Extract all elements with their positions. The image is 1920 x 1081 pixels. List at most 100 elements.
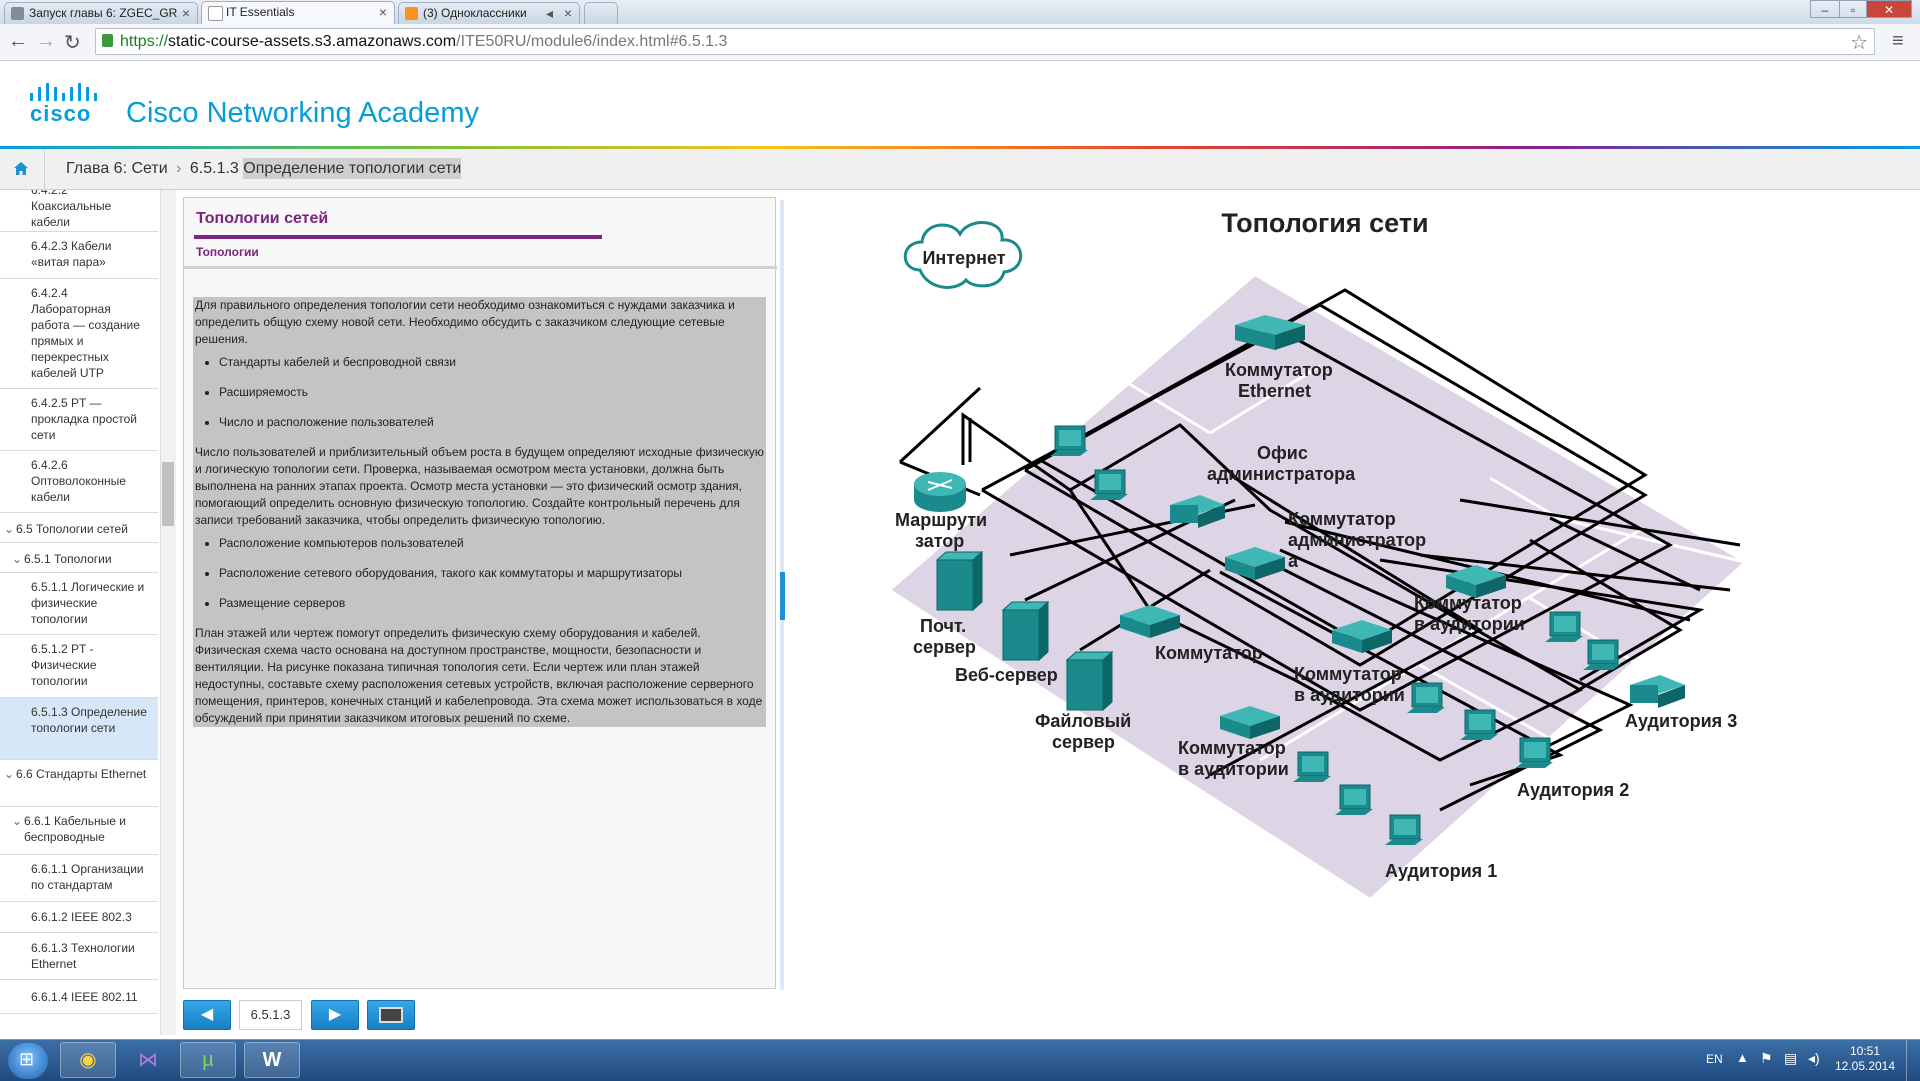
toc-item-6-4-2-3[interactable]: 6.4.2.3 Кабели «витая пара»	[0, 232, 158, 279]
back-icon[interactable]: ←	[8, 30, 28, 52]
browser-tab-2[interactable]: IT Essentials ×	[201, 1, 395, 25]
browser-tab-strip: Запуск главы 6: ZGEC_GR × IT Essentials …	[0, 0, 1920, 25]
toc-item-6-5-1-2[interactable]: 6.5.1.2 PT - Физические топологии	[0, 635, 158, 698]
list-item: Число и расположение пользователей	[219, 414, 764, 431]
bullet-list: Расположение компьютеров пользователей Р…	[195, 535, 764, 612]
forward-icon[interactable]: →	[36, 30, 56, 52]
new-tab-button[interactable]	[584, 2, 618, 24]
page-favicon	[11, 7, 24, 20]
toc-item-6-6-1-3[interactable]: 6.6.1.3 Технологии Ethernet	[0, 933, 158, 980]
page-indicator: 6.5.1.3	[239, 1000, 302, 1030]
label-core-switch: Коммутатор	[1155, 643, 1263, 663]
toc-item-6-6-1[interactable]: ⌄ 6.6.1 Кабельные и беспроводные	[0, 807, 158, 855]
toc-label: 6.5 Топологии сетей	[16, 522, 128, 536]
divider	[184, 266, 777, 269]
flag-icon[interactable]: ⚑	[1760, 1050, 1773, 1066]
taskbar-utorrent[interactable]: µ	[180, 1042, 236, 1078]
arrow-right-icon: ▶	[328, 1006, 342, 1023]
toc-item-6-6-1-4[interactable]: 6.6.1.4 IEEE 802.11	[0, 980, 158, 1014]
label-router-1: Маршрути	[895, 510, 987, 530]
close-icon[interactable]: ×	[563, 5, 572, 21]
panel-resize-handle[interactable]	[780, 572, 785, 620]
star-icon[interactable]: ☆	[1850, 32, 1868, 54]
network-icon[interactable]: ▤	[1784, 1050, 1798, 1066]
diagram-labels: Коммутатор Ethernet Офис администратора …	[895, 360, 1737, 881]
toc-item-6-5-1-1[interactable]: 6.5.1.1 Логические и физические топологи…	[0, 573, 158, 635]
next-page-button[interactable]: ▶	[311, 1000, 359, 1030]
show-desktop-button[interactable]	[1906, 1040, 1920, 1081]
url-host: static-course-assets.s3.amazonaws.com	[168, 33, 457, 50]
taskbar-visual-studio[interactable]: ⋈	[120, 1042, 176, 1078]
language-indicator[interactable]: EN	[1706, 1052, 1723, 1066]
toc-item-6-6-1-2[interactable]: 6.6.1.2 IEEE 802.3	[0, 902, 158, 933]
utorrent-icon: µ	[202, 1049, 214, 1071]
browser-tab-3[interactable]: (3) Одноклассники ◂ ×	[398, 2, 580, 24]
label-admin-office-2: администратора	[1207, 464, 1356, 484]
tab-title: (3) Одноклассники	[423, 6, 527, 20]
tray-chevron-icon[interactable]: ▲	[1736, 1050, 1749, 1065]
list-item: Стандарты кабелей и беспроводной связи	[219, 354, 764, 371]
browser-tab-1[interactable]: Запуск главы 6: ZGEC_GR ×	[4, 2, 198, 24]
media-button[interactable]	[367, 1000, 415, 1030]
label-switch-class-b-1: Коммутатор	[1294, 664, 1402, 684]
label-mail-server-1: Почт.	[920, 616, 966, 636]
maximize-icon[interactable]: ▫	[1839, 0, 1867, 18]
router-icon	[914, 472, 966, 512]
reload-icon[interactable]: ↻	[64, 32, 81, 54]
taskbar-chrome[interactable]: ◉	[60, 1042, 116, 1078]
computer-icon	[1583, 639, 1621, 670]
toc-item-6-4-2-5[interactable]: 6.4.2.5 PT — прокладка простой сети	[0, 389, 158, 451]
label-switch-class-a-1: Коммутатор	[1414, 593, 1522, 613]
table-of-contents: 6.4.2.2 Коаксиальные кабели 6.4.2.3 Кабе…	[0, 190, 176, 1035]
toc-item-6-5[interactable]: ⌄ 6.5 Топологии сетей	[0, 513, 158, 543]
breadcrumb-chapter[interactable]: Глава 6: Сети	[66, 160, 168, 177]
scrollbar-thumb[interactable]	[162, 462, 174, 526]
label-mail-server-2: сервер	[913, 637, 976, 657]
volume-icon[interactable]: ◂)	[1808, 1050, 1820, 1066]
taskbar-word[interactable]: W	[244, 1042, 300, 1078]
computer-icon	[1090, 469, 1128, 500]
label-room-1: Аудитория 1	[1385, 861, 1497, 881]
toc-item-6-6[interactable]: ⌄ 6.6 Стандарты Ethernet	[0, 760, 158, 807]
toc-item-6-4-2-4[interactable]: 6.4.2.4 Лабораторная работа — создание п…	[0, 279, 158, 389]
ethernet-switch-icon	[1235, 315, 1305, 350]
label-room-2: Аудитория 2	[1517, 780, 1629, 800]
classroom-switch-icon	[1446, 565, 1506, 598]
toc-item-6-6-1-1[interactable]: 6.6.1.1 Организации по стандартам	[0, 855, 158, 902]
home-button[interactable]	[0, 149, 45, 189]
menu-icon[interactable]: ≡	[1892, 30, 1904, 52]
paragraph: Число пользователей и приблизительный об…	[195, 445, 764, 527]
toc-item-6-5-1[interactable]: ⌄ 6.5.1 Топологии	[0, 543, 158, 573]
chevron-down-icon: ⌄	[4, 767, 15, 781]
internet-cloud-icon	[903, 221, 1023, 289]
start-button[interactable]: ⊞	[8, 1043, 48, 1079]
minimize-icon[interactable]: –	[1810, 0, 1840, 18]
visual-studio-icon: ⋈	[138, 1049, 158, 1071]
previous-page-button[interactable]: ◀	[183, 1000, 231, 1030]
site-header: cisco Cisco Networking Academy	[0, 61, 1920, 147]
breadcrumb: Глава 6: Сети › 6.5.1.3 Определение топо…	[0, 149, 1920, 190]
paragraph: Для правильного определения топологии се…	[195, 298, 735, 346]
content-title: Топологии сетей	[196, 210, 329, 227]
close-icon[interactable]: ×	[181, 5, 190, 21]
chevron-down-icon: ⌄	[4, 522, 15, 536]
window-close-icon[interactable]: ✕	[1866, 0, 1912, 18]
computer-icon	[1293, 751, 1331, 782]
mail-server-icon	[935, 550, 984, 612]
printer-icon	[1630, 675, 1685, 708]
toc-item-6-4-2-6[interactable]: 6.4.2.6 Оптоволоконные кабели	[0, 451, 158, 513]
paragraph: План этажей или чертеж помогут определит…	[195, 626, 763, 725]
title-underline	[194, 235, 602, 239]
label-internet: Интернет	[922, 248, 1005, 268]
toc-item-6-5-1-3[interactable]: 6.5.1.3 Определение топологии сети	[0, 698, 158, 760]
tab-title: Запуск главы 6: ZGEC_GR	[29, 6, 178, 20]
close-icon[interactable]: ×	[378, 4, 387, 20]
content-subtitle: Топологии	[196, 245, 259, 259]
sidebar-scrollbar[interactable]	[160, 190, 176, 1035]
browser-toolbar: ← → ↻ https://static-course-assets.s3.am…	[0, 24, 1920, 61]
classroom-switch-icon	[1220, 706, 1280, 739]
toc-item-6-4-2-2[interactable]: 6.4.2.2 Коаксиальные кабели	[0, 190, 158, 232]
url-path: /ITE50RU/module6/index.html#6.5.1.3	[456, 33, 728, 50]
address-bar[interactable]: https://static-course-assets.s3.amazonaw…	[95, 28, 1875, 55]
clock[interactable]: 10:51 12.05.2014	[1830, 1044, 1900, 1074]
